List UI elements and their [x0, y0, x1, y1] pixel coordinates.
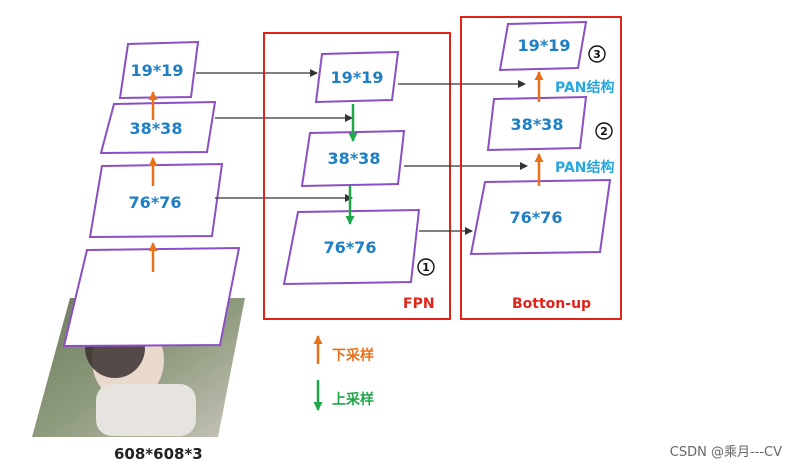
input-size-label: 608*608*3: [114, 445, 203, 463]
fpn-76-box: [282, 208, 421, 286]
pan-19-marker-circle: [588, 45, 606, 63]
fpn-76-label: 76*76: [324, 238, 377, 257]
sweater-shape: [96, 384, 196, 436]
fpn-19-box: [314, 50, 400, 104]
pan-76-box: [469, 178, 612, 256]
fpn-title: FPN: [403, 296, 435, 312]
bottom-up-box: [460, 16, 622, 320]
pan-label-top: PAN结构: [555, 79, 615, 96]
fpn-38-box: [300, 129, 406, 188]
backbone-19-label: 19*19: [131, 61, 184, 80]
pan-38-marker: 2: [600, 125, 608, 138]
backbone-38-label: 38*38: [130, 119, 183, 138]
input-slab: [62, 246, 241, 348]
backbone-76-label: 76*76: [129, 193, 182, 212]
fpn-marker: 1: [422, 261, 430, 274]
pan-19-box: [498, 20, 588, 72]
backbone-76-box: [88, 162, 224, 239]
fpn-19-label: 19*19: [331, 68, 384, 87]
fpn-marker-circle: [417, 258, 435, 276]
pan-76-label: 76*76: [510, 208, 563, 227]
backbone-38-box: [99, 100, 217, 155]
pan-38-marker-circle: [595, 122, 613, 140]
pan-19-marker: 3: [593, 48, 601, 61]
pan-38-box: [486, 95, 588, 152]
pan-19-label: 19*19: [518, 36, 571, 55]
legend-upsample-label: 上采样: [332, 391, 374, 408]
fpn-38-label: 38*38: [328, 149, 381, 168]
backbone-19-box: [118, 40, 200, 100]
bottom-up-title: Botton-up: [512, 296, 591, 312]
legend-downsample-label: 下采样: [332, 347, 374, 364]
pan-label-bottom: PAN结构: [555, 159, 615, 176]
watermark: CSDN @乘月---CV: [669, 445, 782, 460]
fpn-box: [263, 32, 451, 320]
pan-38-label: 38*38: [511, 115, 564, 134]
